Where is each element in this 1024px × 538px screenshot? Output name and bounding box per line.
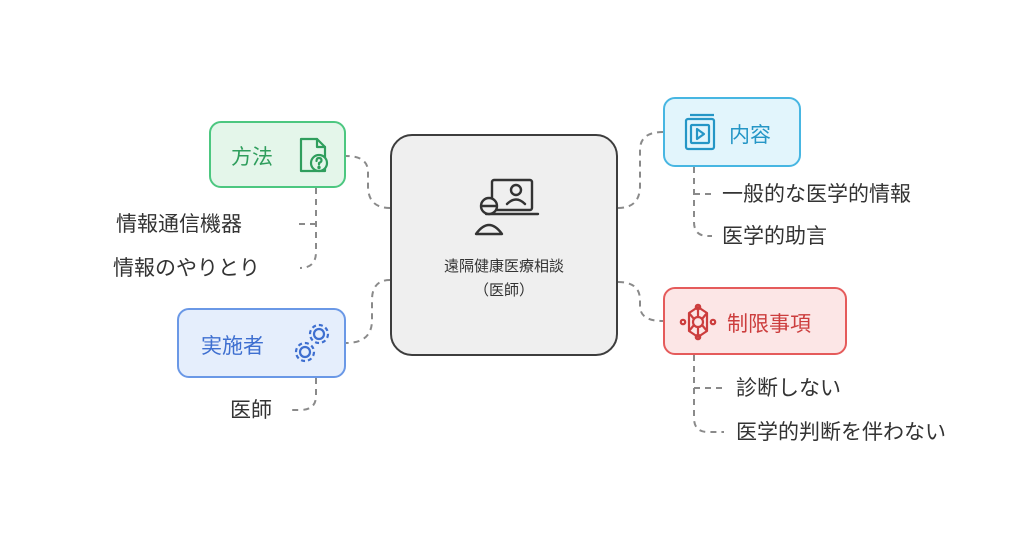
center-subtitle: （医師） xyxy=(473,281,534,299)
branch-method-label: 方法 xyxy=(231,145,273,169)
video-book-icon xyxy=(684,113,716,151)
connector-center-method xyxy=(345,155,391,209)
gears-icon xyxy=(294,323,330,363)
leaf-limits-1: 診断しない xyxy=(736,376,841,400)
branch-limits[interactable]: 制限事項 xyxy=(663,287,847,355)
center-title: 遠隔健康医療相談 xyxy=(443,257,564,275)
branch-limits-label: 制限事項 xyxy=(727,312,811,336)
leaf-limits-2: 医学的判断を伴わない xyxy=(736,420,946,444)
branch-implementer[interactable]: 実施者 xyxy=(177,308,346,378)
center-node[interactable]: 遠隔健康医療相談 （医師） xyxy=(390,134,618,356)
branch-content-label: 内容 xyxy=(729,123,771,147)
connector-center-content xyxy=(617,131,664,209)
branch-content[interactable]: 内容 xyxy=(663,97,801,167)
connector-center-implementer xyxy=(345,279,391,344)
leaf-content-2: 医学的助言 xyxy=(722,224,827,248)
network-star-icon xyxy=(679,303,717,341)
branch-method[interactable]: 方法 xyxy=(209,121,346,188)
leaf-method-1: 情報通信機器 xyxy=(116,212,242,236)
connector-limits-leaves xyxy=(693,355,724,433)
connector-impl-leaf xyxy=(288,378,317,411)
leaf-method-2: 情報のやりとり xyxy=(113,256,260,280)
leaf-implementer-1: 医師 xyxy=(230,398,272,422)
document-question-icon xyxy=(299,137,329,173)
connector-method-leaves xyxy=(299,188,317,269)
branch-implementer-label: 実施者 xyxy=(201,334,264,358)
connector-center-limits xyxy=(617,281,664,322)
leaf-content-1: 一般的な医学的情報 xyxy=(722,182,911,206)
connector-content-leaves xyxy=(693,167,712,237)
doctor-monitor-icon xyxy=(474,178,540,236)
